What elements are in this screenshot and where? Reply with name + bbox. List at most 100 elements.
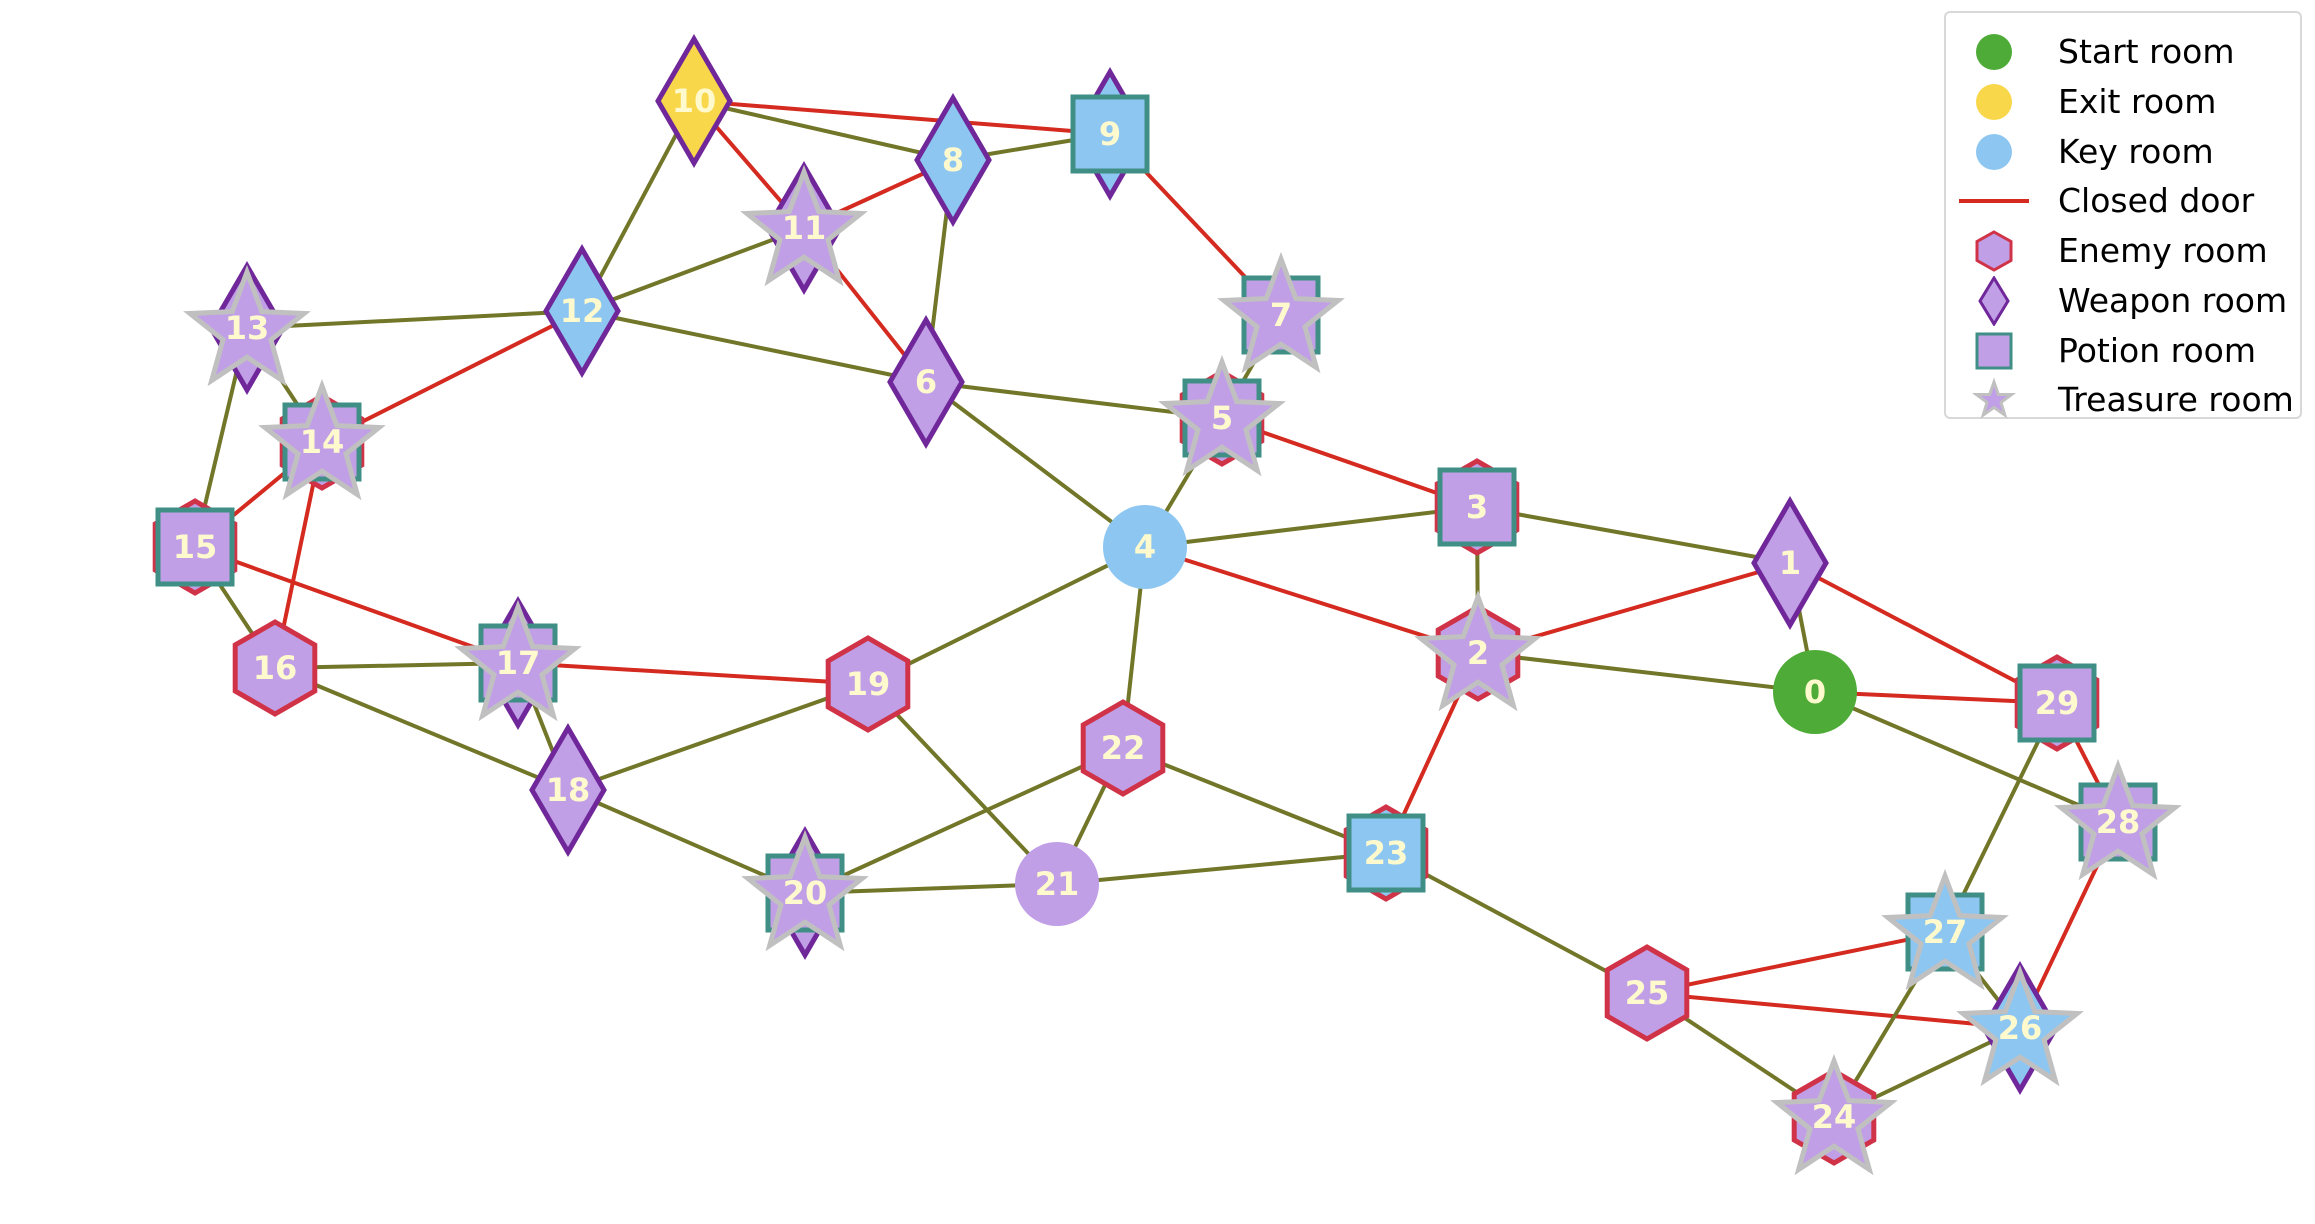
room-node-19[interactable]: 19	[825, 635, 911, 733]
room-node-21[interactable]: 21	[1015, 842, 1099, 926]
room-node-28[interactable]: 28	[2054, 758, 2182, 881]
legend-label: Weapon room	[2058, 281, 2288, 320]
closed-door-edge	[194, 545, 519, 665]
room-label: 2	[1467, 634, 1489, 672]
closed-door-line-icon	[1959, 199, 2029, 203]
legend-item-potion-room: Potion room	[1946, 326, 2300, 376]
room-node-16[interactable]: 16	[232, 619, 318, 717]
room-node-26[interactable]: 26	[1956, 961, 2084, 1095]
room-node-4[interactable]: 4	[1103, 505, 1187, 589]
potion-square-icon	[1346, 813, 1426, 893]
open-door-edge	[567, 682, 869, 792]
room-node-9[interactable]: 9	[1070, 67, 1150, 201]
room-node-25[interactable]: 25	[1604, 944, 1690, 1042]
room-node-12[interactable]: 12	[543, 244, 621, 378]
room-label: 29	[2035, 684, 2080, 722]
weapon-diamond-icon	[529, 723, 607, 857]
room-node-2[interactable]: 2	[1414, 589, 1542, 712]
room-label: 24	[1812, 1098, 1857, 1136]
room-label: 12	[560, 292, 605, 330]
weapon-diamond-icon	[887, 315, 965, 449]
room-node-11[interactable]: 11	[740, 161, 868, 295]
treasure-star-icon	[1881, 868, 2009, 991]
legend-label: Treasure room	[2058, 380, 2294, 419]
room-node-5[interactable]: 5	[1158, 354, 1286, 477]
room-node-27[interactable]: 27	[1881, 868, 2009, 991]
open-door-edge	[1122, 746, 1387, 855]
legend-item-treasure-room: Treasure room	[1946, 375, 2300, 425]
potion-square-icon	[2017, 663, 2097, 743]
room-node-18[interactable]: 18	[529, 723, 607, 857]
open-door-edge	[804, 746, 1124, 895]
room-node-1[interactable]: 1	[1751, 496, 1829, 630]
room-label: 28	[2096, 803, 2141, 841]
room-node-6[interactable]: 6	[887, 315, 965, 449]
open-door-edge	[1477, 651, 1816, 694]
room-label: 5	[1211, 399, 1233, 437]
legend-item-start-room: Start room	[1946, 27, 2300, 77]
room-circle-icon	[1015, 842, 1099, 926]
room-node-24[interactable]: 24	[1770, 1053, 1898, 1176]
treasure-star-icon	[183, 264, 311, 387]
room-node-22[interactable]: 22	[1080, 699, 1166, 797]
potion-square-icon	[155, 507, 235, 587]
closed-door-edge	[693, 99, 1111, 136]
room-node-20[interactable]: 20	[741, 826, 869, 960]
treasure-star-icon	[1158, 354, 1286, 477]
closed-door-edge	[1646, 930, 1946, 995]
treasure-star-icon	[258, 378, 386, 501]
treasure-star-icon	[2054, 758, 2182, 881]
room-label: 21	[1035, 865, 1080, 903]
legend-label: Start room	[2058, 32, 2235, 71]
room-node-3[interactable]: 3	[1434, 458, 1520, 556]
open-door-edge	[581, 309, 927, 384]
treasure-star-icon	[1770, 1053, 1898, 1176]
weapon-diamond-icon	[1751, 496, 1829, 630]
room-circle-icon	[1103, 505, 1187, 589]
room-label: 17	[496, 644, 541, 682]
open-door-edge	[580, 100, 696, 312]
room-label: 19	[846, 665, 891, 703]
closed-door-edge	[1646, 991, 2021, 1030]
weapon-diamond-icon	[914, 93, 992, 227]
key-room-circle-icon	[1976, 134, 2012, 170]
exit-room-circle-icon	[1976, 84, 2012, 120]
room-node-8[interactable]: 8	[914, 93, 992, 227]
room-node-10[interactable]: 10	[655, 34, 733, 168]
room-label: 13	[225, 309, 270, 347]
room-node-13[interactable]: 13	[183, 261, 311, 395]
room-node-23[interactable]: 23	[1343, 804, 1429, 902]
legend-item-key-room: Key room	[1946, 127, 2300, 177]
open-door-edge	[246, 309, 583, 330]
room-node-0[interactable]: 0	[1773, 650, 1857, 734]
room-node-7[interactable]: 7	[1217, 251, 1345, 374]
open-door-edge	[581, 226, 805, 313]
potion-square-icon	[1437, 467, 1517, 547]
room-node-29[interactable]: 29	[2014, 654, 2100, 752]
room-node-14[interactable]: 14	[258, 378, 386, 501]
treasure-star-icon	[740, 164, 868, 287]
room-label: 15	[173, 528, 218, 566]
room-label: 14	[300, 423, 345, 461]
room-label: 6	[915, 363, 937, 401]
open-door-edge	[1476, 505, 1791, 565]
room-label: 26	[1998, 1009, 2043, 1047]
room-node-17[interactable]: 17	[454, 596, 582, 730]
weapon-room-diamond-icon	[1978, 276, 2010, 326]
closed-door-edge	[517, 661, 869, 686]
legend-label: Exit room	[2058, 82, 2217, 121]
treasure-star-icon	[1956, 964, 2084, 1087]
weapon-diamond-icon	[543, 244, 621, 378]
room-node-15[interactable]: 15	[152, 498, 238, 596]
room-label: 27	[1923, 913, 1968, 951]
enemy-room-hexagon-icon	[1975, 230, 2013, 272]
legend: Start room Exit room Key room Closed doo…	[1944, 11, 2302, 419]
room-circle-icon	[1773, 650, 1857, 734]
legend-item-closed-door: Closed door	[1946, 176, 2300, 226]
treasure-room-star-icon	[1971, 377, 2017, 419]
room-label: 1	[1779, 544, 1801, 582]
enemy-hexagon-icon	[825, 635, 911, 733]
treasure-star-icon	[1217, 251, 1345, 374]
